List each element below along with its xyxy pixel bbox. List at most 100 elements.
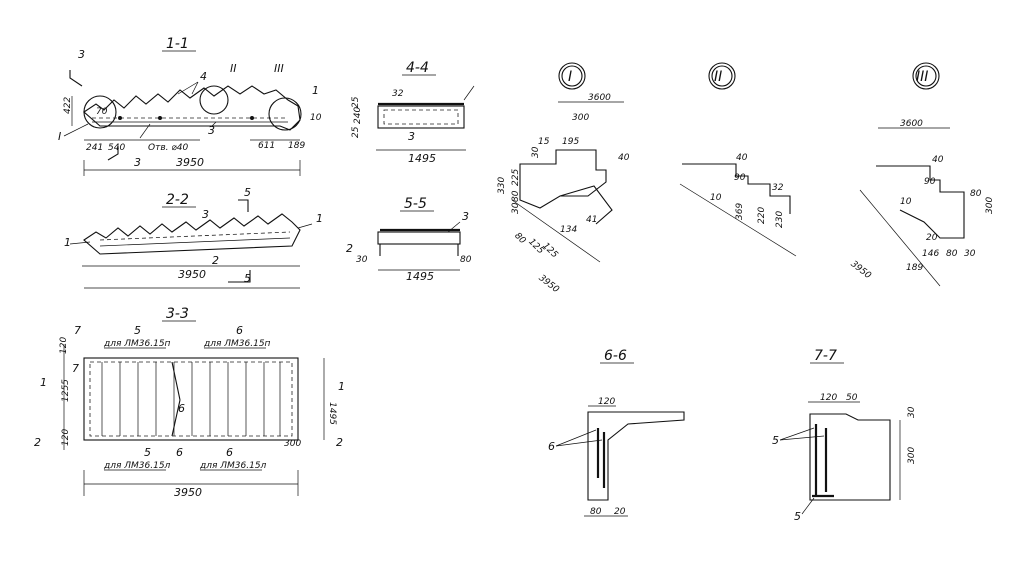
svg-text:6: 6 xyxy=(236,324,243,337)
detail-I: I 3600 300 15 195 40 30 330 225 80 30 80… xyxy=(497,62,630,295)
svg-text:189: 189 xyxy=(288,141,305,151)
svg-text:III: III xyxy=(274,62,284,75)
svg-text:1255: 1255 xyxy=(61,379,71,402)
svg-text:3600: 3600 xyxy=(588,93,611,103)
section-2-2: 2-2 5 3 1 1 2 3950 5 xyxy=(64,186,323,289)
svg-text:80: 80 xyxy=(511,190,521,202)
svg-text:1: 1 xyxy=(40,376,47,389)
svg-text:1: 1 xyxy=(316,212,323,225)
svg-text:300: 300 xyxy=(985,197,995,214)
svg-text:225: 225 xyxy=(511,169,521,186)
svg-text:80: 80 xyxy=(460,255,472,265)
svg-text:30: 30 xyxy=(356,255,368,265)
detail-III: III 3600 40 90 10 80 300 20 146 80 30 18… xyxy=(849,62,995,287)
svg-text:3: 3 xyxy=(78,48,85,61)
plan-outline xyxy=(83,357,299,441)
svg-text:6: 6 xyxy=(176,446,183,459)
svg-text:3950: 3950 xyxy=(176,156,204,169)
svg-text:для ЛМ36.15л: для ЛМ36.15л xyxy=(103,461,171,471)
svg-text:120: 120 xyxy=(598,397,615,407)
svg-text:195: 195 xyxy=(562,137,579,147)
svg-text:330: 330 xyxy=(497,177,507,194)
svg-text:1: 1 xyxy=(64,236,71,249)
svg-text:3600: 3600 xyxy=(900,119,923,129)
svg-text:1495: 1495 xyxy=(408,152,436,165)
svg-text:I: I xyxy=(568,69,572,85)
svg-text:6-6: 6-6 xyxy=(604,348,627,364)
svg-text:32: 32 xyxy=(772,183,784,193)
svg-text:300: 300 xyxy=(572,113,589,123)
svg-text:1495: 1495 xyxy=(327,402,337,425)
svg-text:120: 120 xyxy=(61,429,71,446)
svg-text:20: 20 xyxy=(614,507,626,517)
svg-text:3: 3 xyxy=(408,130,415,143)
svg-text:2: 2 xyxy=(336,436,343,449)
svg-text:5: 5 xyxy=(794,510,801,523)
detail-II: II 40 90 32 10 369 220 230 xyxy=(679,62,797,257)
stair-flight-1-1 xyxy=(83,85,301,131)
svg-text:32: 32 xyxy=(392,89,404,99)
svg-text:6: 6 xyxy=(226,446,233,459)
rib-lines xyxy=(101,362,281,436)
section-7-7: 7-7 120 50 30 300 5 5 xyxy=(772,348,917,523)
svg-text:3950: 3950 xyxy=(537,273,561,295)
svg-text:220: 220 xyxy=(757,207,767,224)
svg-text:3-3: 3-3 xyxy=(166,306,189,322)
section-1-1-title: 1-1 xyxy=(166,36,189,52)
section-3-3: 3-3 7 7 5 для ЛМ36.15п 6 для ЛМ36.15п 1 … xyxy=(34,306,345,499)
svg-text:2-2: 2-2 xyxy=(166,192,189,208)
svg-text:3: 3 xyxy=(462,210,469,223)
svg-text:30: 30 xyxy=(907,406,917,418)
svg-text:90: 90 xyxy=(734,173,746,183)
svg-text:20: 20 xyxy=(926,233,938,243)
svg-text:41: 41 xyxy=(586,215,597,225)
svg-text:3950: 3950 xyxy=(174,486,202,499)
svg-text:10: 10 xyxy=(310,113,322,123)
section-1-1: 1-1 3 4 II III 1 I 3 422 70 10 241 540 О… xyxy=(58,36,322,176)
svg-text:5: 5 xyxy=(244,272,251,285)
section-5-5: 5-5 3 2 30 1495 80 xyxy=(346,196,472,283)
svg-text:4-4: 4-4 xyxy=(406,60,429,76)
svg-text:3: 3 xyxy=(208,124,215,137)
svg-text:120: 120 xyxy=(59,337,69,354)
section-4-4: 4-4 25 240 25 32 3 1495 xyxy=(351,60,475,165)
svg-text:1: 1 xyxy=(338,380,345,393)
svg-text:I: I xyxy=(58,130,61,143)
svg-text:для ЛМ36.15п: для ЛМ36.15п xyxy=(203,339,271,349)
svg-text:7: 7 xyxy=(72,362,79,375)
svg-text:5: 5 xyxy=(244,186,251,199)
svg-text:II: II xyxy=(714,69,722,85)
svg-text:125: 125 xyxy=(540,241,559,260)
svg-text:7-7: 7-7 xyxy=(814,348,837,364)
svg-text:30: 30 xyxy=(511,202,521,214)
svg-text:300: 300 xyxy=(907,447,917,464)
svg-text:241: 241 xyxy=(86,143,103,153)
svg-text:II: II xyxy=(230,62,237,75)
svg-text:5: 5 xyxy=(772,434,779,447)
svg-text:120: 120 xyxy=(820,393,837,403)
svg-text:5: 5 xyxy=(144,446,151,459)
svg-text:4: 4 xyxy=(200,70,207,83)
svg-text:III: III xyxy=(916,69,928,85)
svg-text:Отв. ⌀40: Отв. ⌀40 xyxy=(148,143,188,153)
svg-text:2: 2 xyxy=(212,254,219,267)
svg-text:369: 369 xyxy=(735,203,745,220)
svg-text:240: 240 xyxy=(353,107,363,124)
svg-text:5: 5 xyxy=(134,324,141,337)
svg-text:30: 30 xyxy=(531,146,541,158)
section-6-6: 6-6 120 6 80 20 xyxy=(548,348,685,517)
svg-text:80: 80 xyxy=(970,189,982,199)
svg-text:3: 3 xyxy=(202,208,209,221)
svg-text:25: 25 xyxy=(351,96,361,108)
svg-text:230: 230 xyxy=(775,211,785,228)
svg-text:50: 50 xyxy=(846,393,858,403)
svg-text:10: 10 xyxy=(710,193,722,203)
svg-text:1495: 1495 xyxy=(406,270,434,283)
svg-text:6: 6 xyxy=(548,440,555,453)
svg-text:10: 10 xyxy=(900,197,912,207)
svg-text:для ЛМ36.15п: для ЛМ36.15п xyxy=(103,339,171,349)
svg-text:80: 80 xyxy=(590,507,602,517)
svg-text:для ЛМ36.15л: для ЛМ36.15л xyxy=(199,461,267,471)
svg-text:90: 90 xyxy=(924,177,936,187)
